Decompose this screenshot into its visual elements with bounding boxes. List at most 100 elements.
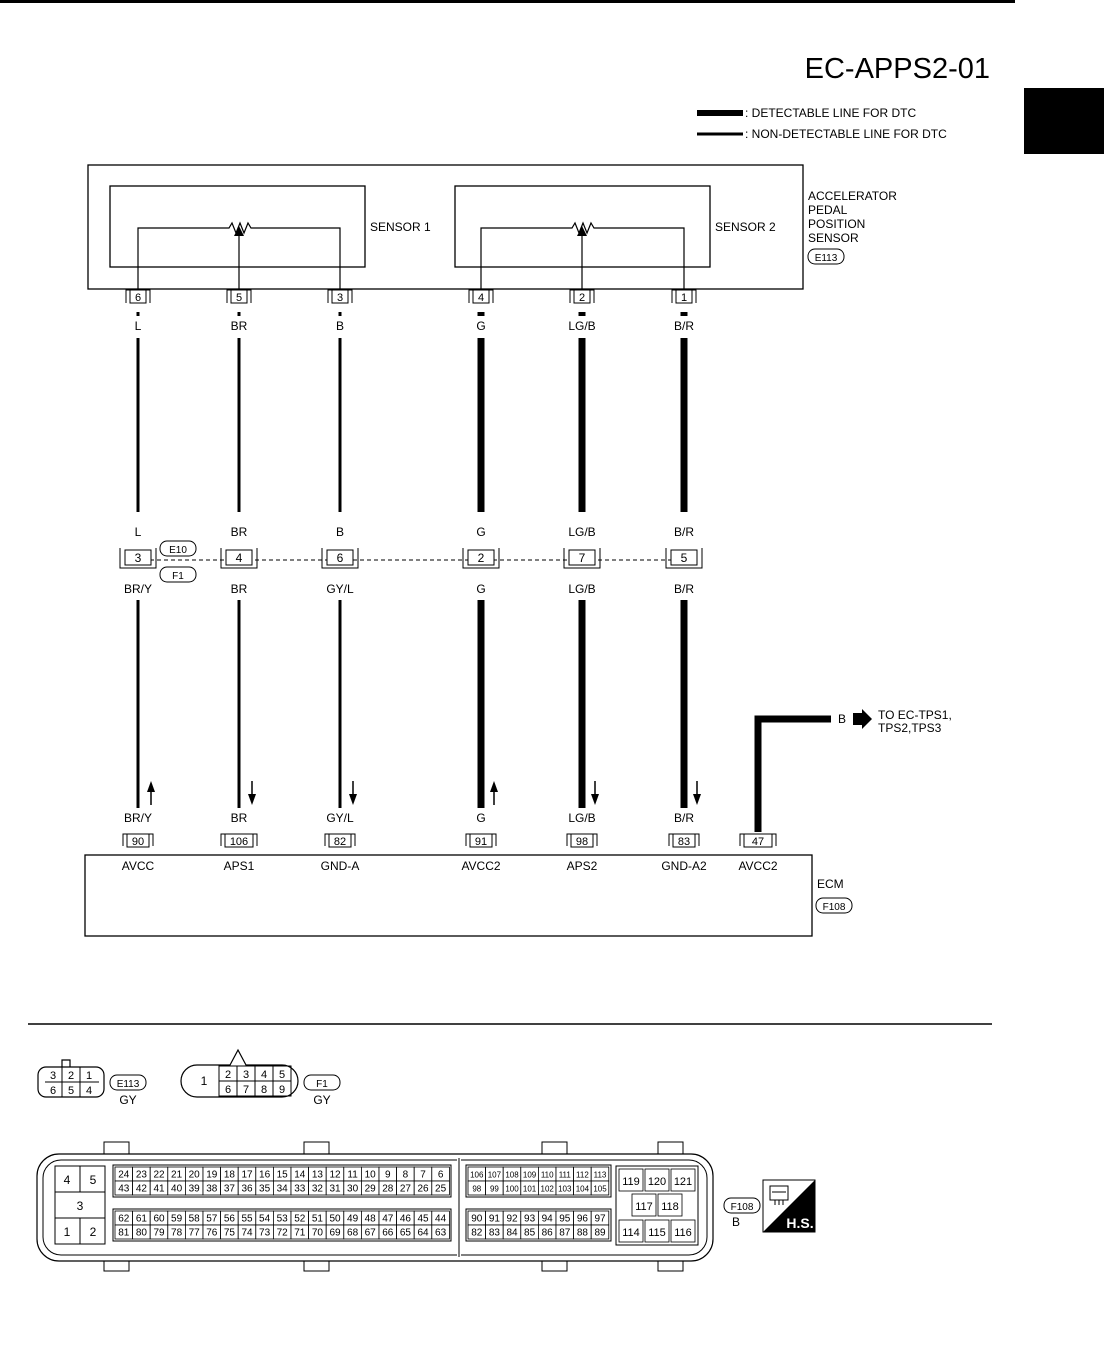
svg-text:GY: GY (313, 1093, 330, 1107)
f108-pin-cell: 27 (396, 1180, 415, 1196)
sensor-pin-1: 1 (671, 289, 697, 304)
svg-text:110: 110 (541, 1171, 554, 1180)
f108-pin-cell: 9 (378, 1166, 398, 1182)
svg-text:118: 118 (661, 1201, 679, 1213)
f108-pin-cell: 85 (520, 1224, 539, 1240)
svg-text:94: 94 (542, 1214, 554, 1225)
f108-pin-cell: 106 (467, 1166, 487, 1182)
svg-text:40: 40 (171, 1184, 183, 1195)
f108-pin-cell: 73 (255, 1224, 274, 1240)
f108-pin-cell: 16 (255, 1166, 274, 1182)
f108-pin-cell: 109 (520, 1166, 539, 1182)
f108-pin-cell: 46 (396, 1210, 415, 1226)
svg-text:114: 114 (622, 1227, 640, 1239)
f108-pin-cell: 115 (644, 1219, 670, 1243)
f108-pin-cell: 20 (184, 1166, 204, 1182)
svg-text:6: 6 (135, 292, 141, 304)
f108-pin-cell: 10 (360, 1166, 380, 1182)
f108-pin-cell: 57 (202, 1210, 222, 1226)
f108-pin-cell: 71 (290, 1224, 310, 1240)
svg-text:26: 26 (417, 1184, 429, 1195)
svg-text:F108: F108 (731, 1202, 754, 1213)
svg-text:97: 97 (594, 1214, 606, 1225)
svg-text:88: 88 (577, 1228, 589, 1239)
f108-pin-cell: 35 (255, 1180, 274, 1196)
svg-text:107: 107 (488, 1171, 502, 1180)
f108-pin-cell: 112 (573, 1166, 592, 1182)
f108-pin-cell: 82 (467, 1224, 487, 1240)
svg-text:50: 50 (329, 1214, 341, 1225)
svg-text:10: 10 (365, 1170, 377, 1181)
harness-icon (769, 1185, 789, 1205)
f108-pin-cell: 51 (308, 1210, 327, 1226)
svg-text:42: 42 (136, 1184, 148, 1195)
svg-text:82: 82 (334, 836, 346, 848)
f108-pin-cell: 28 (378, 1180, 398, 1196)
f108-pin-cell: 17 (237, 1166, 257, 1182)
f108-pin-cell: 79 (149, 1224, 169, 1240)
svg-text:35: 35 (259, 1184, 271, 1195)
f108-pin-cell: 87 (555, 1224, 575, 1240)
svg-text:68: 68 (347, 1228, 359, 1239)
svg-text:15: 15 (277, 1170, 289, 1181)
sensor-name-2: PEDAL (808, 203, 848, 217)
f108-pin-cell: 111 (555, 1166, 575, 1182)
svg-text:31: 31 (329, 1184, 341, 1195)
f108-pin-cell: 97 (590, 1210, 610, 1226)
ecm-pin-83: 83 (668, 833, 700, 848)
svg-text:3: 3 (337, 292, 343, 304)
joint-pin-6: 6 (321, 548, 359, 569)
f108-pin-cell: 41 (149, 1180, 169, 1196)
page-title: EC-APPS2-01 (805, 53, 990, 85)
sensor-pin-2: 2 (569, 289, 595, 304)
f108-pin-cell: 104 (573, 1180, 592, 1196)
svg-text:7: 7 (243, 1084, 249, 1096)
ecm-pin-91: 91 (465, 833, 497, 848)
avcc2-branch-wire: B TO EC-TPS1, TPS2,TPS3 B 47 AVCC2 (738, 708, 951, 873)
f108-pin-cell: 56 (220, 1210, 239, 1226)
svg-text:2: 2 (225, 1069, 231, 1081)
f108-pin-cell: 21 (167, 1166, 186, 1182)
f108-pin-cell: 42 (132, 1180, 151, 1196)
sensor-1-label: SENSOR 1 (370, 220, 431, 234)
svg-text:121: 121 (674, 1176, 692, 1188)
f108-pin-cell: 120 (644, 1168, 670, 1192)
svg-text:102: 102 (541, 1185, 555, 1194)
wires-layer: 6LL3BR/YBR/Y90AVCC5BRBR4BRBR106APS13BB6G… (119, 221, 707, 873)
svg-text:16: 16 (259, 1170, 271, 1181)
f108-pin-cell: 47 (378, 1210, 398, 1226)
f108-pin-cell: 38 (202, 1180, 222, 1196)
svg-text:76: 76 (206, 1228, 218, 1239)
ecm-signal-label: GND-A (321, 859, 360, 873)
f108-pin-cell: 55 (237, 1210, 257, 1226)
svg-text:27: 27 (400, 1184, 412, 1195)
ecm-label: ECM (817, 877, 844, 891)
wire-color-top: LG/B (568, 319, 595, 333)
branch-destination-2: TPS2,TPS3 (878, 721, 942, 735)
svg-text:53: 53 (277, 1214, 289, 1225)
signal-direction-arrow (349, 781, 357, 805)
wire-color-joint-top: B/R (674, 525, 694, 539)
svg-text:103: 103 (558, 1185, 572, 1194)
svg-text:120: 120 (648, 1176, 666, 1188)
wire-color-joint-top: LG/B (568, 525, 595, 539)
svg-text:95: 95 (559, 1214, 571, 1225)
svg-text:75: 75 (224, 1228, 236, 1239)
f108-pin-cell: 14 (290, 1166, 310, 1182)
ecm-signal-label: AVCC (122, 859, 155, 873)
f108-pin-cell: 44 (431, 1210, 450, 1226)
f108-pin-cell: 70 (308, 1224, 327, 1240)
f108-pin-cell: 26 (413, 1180, 433, 1196)
svg-text:98: 98 (472, 1185, 481, 1194)
joint-pin-2: 2 (462, 548, 500, 569)
f108-pin-cell: 29 (360, 1180, 380, 1196)
svg-text:36: 36 (241, 1184, 253, 1195)
sensor-name-4: SENSOR (808, 231, 859, 245)
svg-text:32: 32 (312, 1184, 324, 1195)
f108-pin-cell: 37 (220, 1180, 239, 1196)
svg-text:2: 2 (478, 551, 485, 565)
